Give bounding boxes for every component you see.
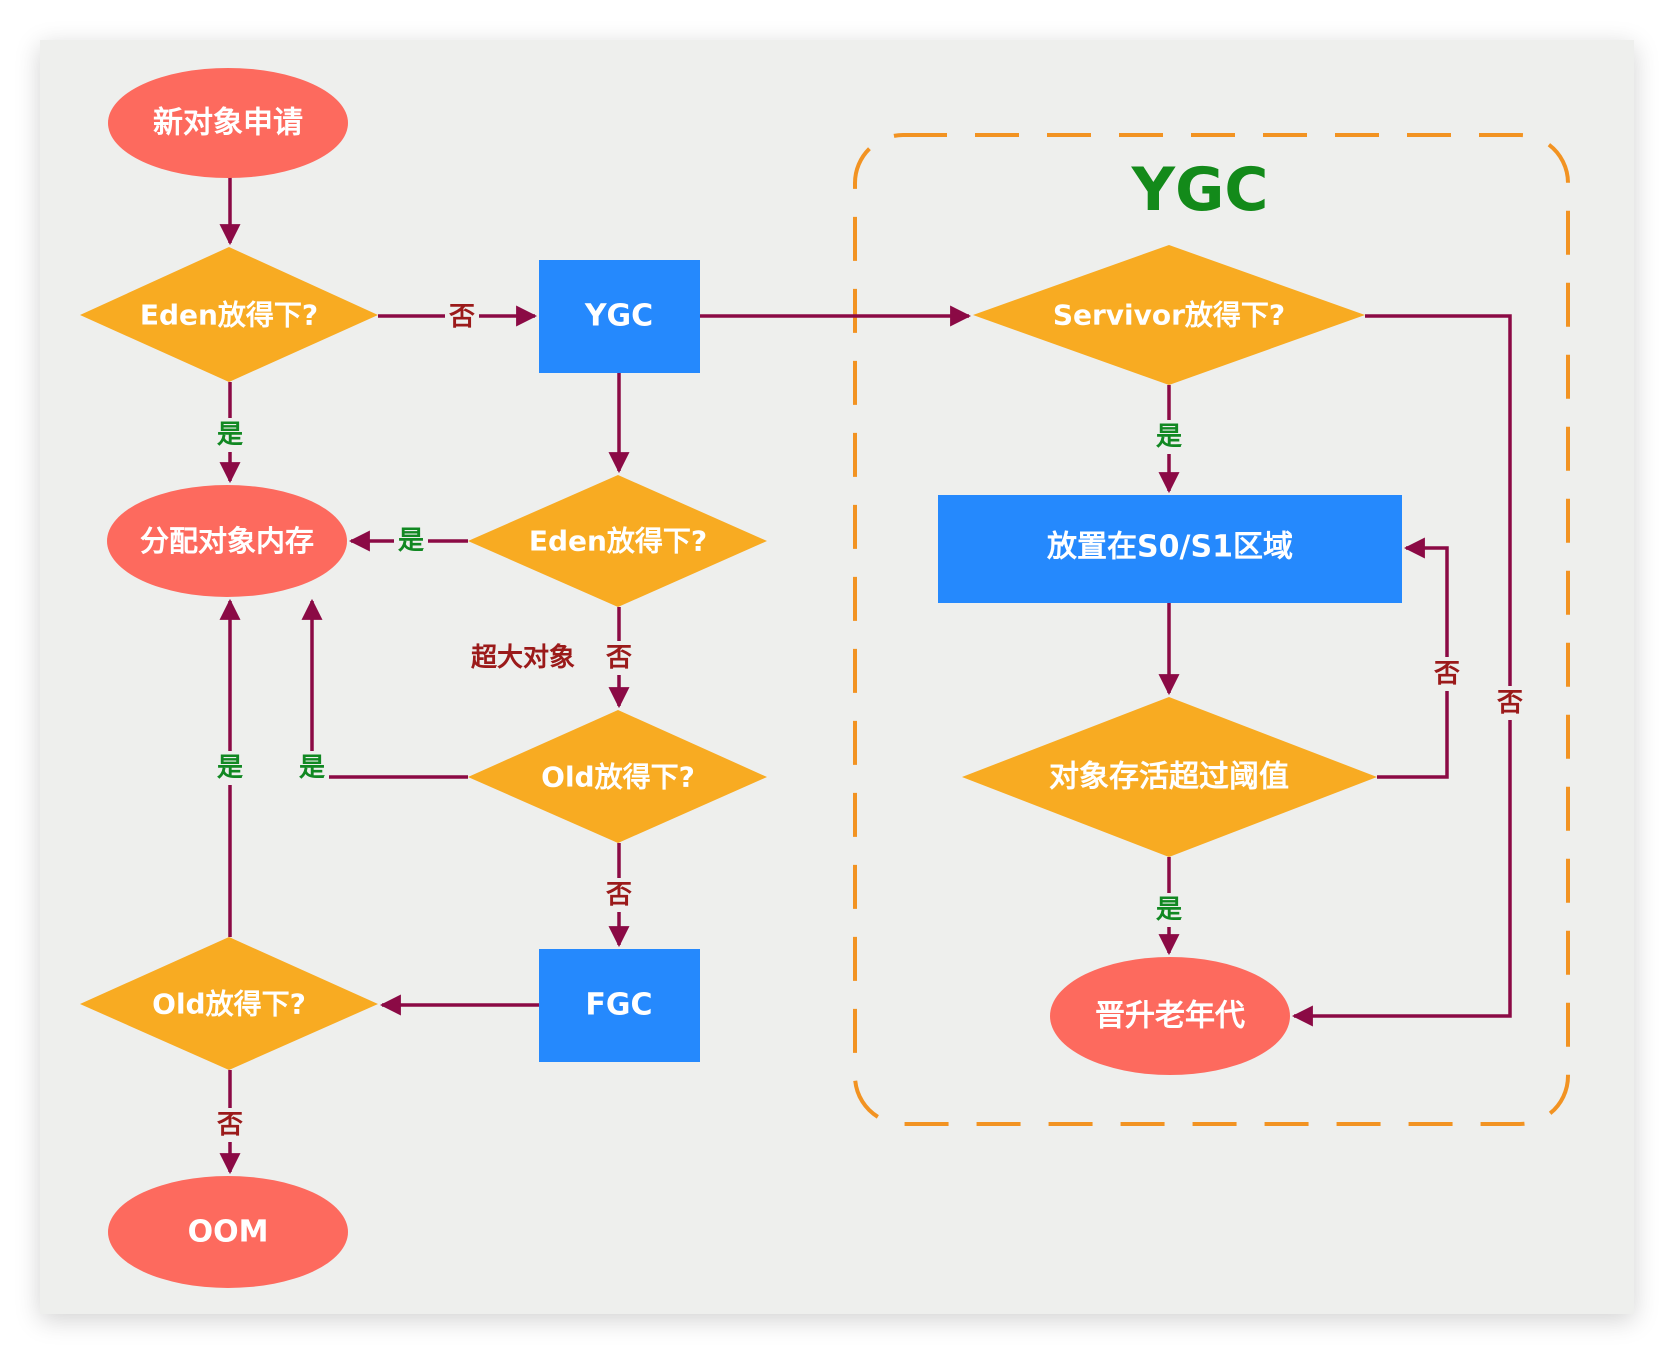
- edge-survivor-to-promote: [1291, 314, 1512, 1027]
- edge-label-oversized-object: 超大对象: [471, 642, 575, 673]
- node-ygc[interactable]: YGC: [539, 260, 700, 373]
- node-oom[interactable]: OOM: [108, 1176, 348, 1288]
- process-shape: [539, 949, 700, 1062]
- decision-shape: [468, 710, 767, 843]
- ygc-group-border: [853, 133, 1570, 1126]
- edge-label-yes: 是: [217, 420, 243, 450]
- node-label: Old放得下?: [541, 761, 695, 794]
- node-allocate[interactable]: 分配对象内存: [107, 485, 347, 597]
- edge-label-no: 否: [606, 643, 632, 673]
- node-old-check-1[interactable]: Old放得下?: [468, 710, 767, 843]
- edge-label-yes: 是: [217, 753, 243, 783]
- node-survivor-check[interactable]: Servivor放得下?: [973, 245, 1365, 385]
- edge-label-no: 否: [606, 880, 632, 910]
- node-old-check-2[interactable]: Old放得下?: [80, 937, 378, 1070]
- terminal-shape: [108, 68, 348, 178]
- node-label: 分配对象内存: [140, 524, 314, 558]
- decision-shape: [973, 245, 1365, 385]
- edge-label-no: 否: [1434, 659, 1460, 689]
- node-age-check[interactable]: 对象存活超过阈值: [962, 697, 1377, 857]
- edge-label-no: 否: [1497, 688, 1523, 718]
- decision-shape: [80, 247, 378, 382]
- terminal-shape: [107, 485, 347, 597]
- decision-shape: [80, 937, 378, 1070]
- node-label: 放置在S0/S1区域: [1046, 530, 1293, 565]
- node-label: Eden放得下?: [529, 525, 707, 558]
- process-shape: [539, 260, 700, 373]
- decision-shape: [468, 475, 767, 607]
- node-eden-check-2[interactable]: Eden放得下?: [468, 475, 767, 607]
- node-label: Old放得下?: [152, 988, 306, 1021]
- edge-label-yes: 是: [398, 526, 424, 556]
- diagram-canvas: [40, 40, 1634, 1314]
- node-fgc[interactable]: FGC: [539, 949, 700, 1062]
- process-shape: [938, 495, 1402, 603]
- edge-label-yes: 是: [1156, 422, 1182, 452]
- edge-label-no: 否: [449, 302, 475, 332]
- edge-old1-to-allocate: [301, 598, 468, 779]
- terminal-shape: [108, 1176, 348, 1288]
- node-label: 对象存活超过阈值: [1049, 760, 1289, 795]
- node-new-object[interactable]: 新对象申请: [108, 68, 348, 178]
- edge-labels: 否 是 是 否 超大对象 是 是 否 否 是 否 否 是: [213, 300, 1527, 1142]
- edge-label-no: 否: [217, 1110, 243, 1140]
- ygc-group-title: YGC: [1131, 155, 1269, 225]
- decision-shape: [962, 697, 1377, 857]
- node-promote[interactable]: 晋升老年代: [1050, 957, 1290, 1075]
- node-label: YGC: [584, 299, 653, 334]
- terminal-shape: [1050, 957, 1290, 1075]
- node-eden-check-1[interactable]: Eden放得下?: [80, 247, 378, 382]
- edge-label-yes: 是: [299, 753, 325, 783]
- node-label: Eden放得下?: [140, 299, 318, 332]
- edge-label-yes: 是: [1156, 895, 1182, 925]
- node-label: OOM: [188, 1215, 269, 1250]
- node-label: FGC: [585, 988, 652, 1023]
- node-label: 晋升老年代: [1095, 999, 1245, 1034]
- node-label: Servivor放得下?: [1053, 299, 1285, 332]
- node-label: 新对象申请: [153, 106, 303, 141]
- node-place-s0s1[interactable]: 放置在S0/S1区域: [938, 495, 1402, 603]
